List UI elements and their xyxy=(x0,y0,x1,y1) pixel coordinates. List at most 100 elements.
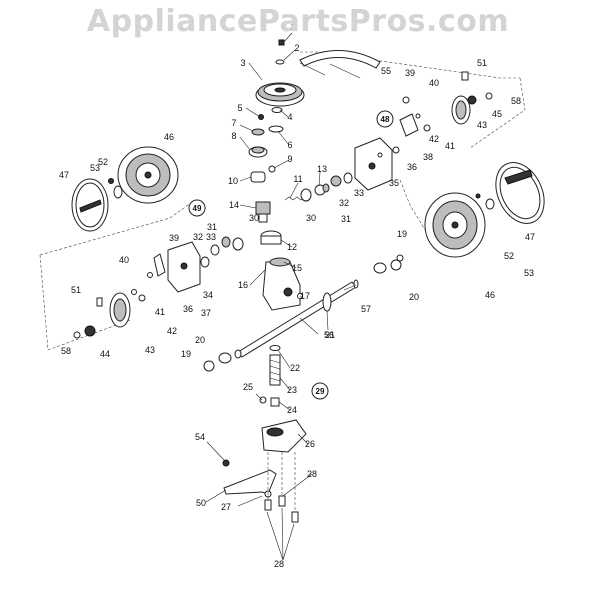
reference-circle-label: 29 xyxy=(316,387,325,396)
callout-label: 52 xyxy=(504,251,514,261)
callout-label: 43 xyxy=(145,345,155,355)
callout-label: 32 xyxy=(339,198,349,208)
callout-label: 30 xyxy=(249,213,259,223)
callout-label: 28 xyxy=(307,469,317,479)
callout-label: 24 xyxy=(287,405,297,415)
left-bushings xyxy=(200,236,244,268)
callout-label: 13 xyxy=(317,164,327,174)
callout-label: 45 xyxy=(492,109,502,119)
callout-label: 58 xyxy=(61,346,71,356)
callout-label: 55 xyxy=(381,66,391,76)
callout-label: 44 xyxy=(100,349,110,359)
callout-label: 12 xyxy=(287,242,297,252)
springs xyxy=(284,183,330,201)
callout-label: 17 xyxy=(300,291,310,301)
callout-label: 42 xyxy=(429,134,439,144)
callout-label: 8 xyxy=(231,131,236,141)
callout-label: 38 xyxy=(423,152,433,162)
callout-label: 46 xyxy=(164,132,174,142)
right-wheel-hardware xyxy=(475,193,495,210)
callout-label: 35 xyxy=(389,178,399,188)
callout-label: 26 xyxy=(305,439,315,449)
callout-label: 57 xyxy=(361,304,371,314)
callout-label: 25 xyxy=(243,382,253,392)
callout-label: 39 xyxy=(169,233,179,243)
callout-label: 47 xyxy=(525,232,535,242)
axle-bushings xyxy=(203,259,402,372)
callout-label: 28 xyxy=(274,559,284,569)
callout-label: 56 xyxy=(324,330,334,340)
callout-label: 33 xyxy=(206,232,216,242)
callout-label: 7 xyxy=(231,118,236,128)
watermark-text: AppliancePartsPros.com xyxy=(86,4,510,39)
left-hubcap xyxy=(71,178,109,232)
leader-lines xyxy=(205,32,357,507)
callout-label: 53 xyxy=(90,163,100,173)
callout-label: 36 xyxy=(407,162,417,172)
callout-label: 22 xyxy=(290,363,300,373)
callout-label: 40 xyxy=(429,78,439,88)
left-wheel-hardware xyxy=(108,178,123,199)
right-hubcap xyxy=(495,162,545,224)
callout-label: 42 xyxy=(167,326,177,336)
callout-label: 53 xyxy=(524,268,534,278)
callout-label: 19 xyxy=(181,349,191,359)
callout-label: 1 xyxy=(290,22,295,32)
callout-label: 20 xyxy=(195,335,205,345)
right-wheel xyxy=(424,192,486,258)
left-wheel xyxy=(117,146,179,204)
callout-label: 51 xyxy=(71,285,81,295)
drive-axle xyxy=(234,279,359,359)
left-gear-case xyxy=(131,241,201,302)
callout-label: 32 xyxy=(193,232,203,242)
right-gear-case xyxy=(354,96,431,191)
dashed-guide-lines xyxy=(39,51,526,351)
callout-label: 33 xyxy=(354,188,364,198)
drive-pulley xyxy=(255,82,305,107)
worm-shaft xyxy=(269,345,281,407)
callout-label: 10 xyxy=(228,176,238,186)
callout-label: 14 xyxy=(229,200,239,210)
reference-circles xyxy=(188,110,394,400)
callout-label: 37 xyxy=(201,308,211,318)
callout-label: 50 xyxy=(196,498,206,508)
callout-label: 41 xyxy=(445,141,455,151)
small-hardware xyxy=(248,39,285,173)
callout-label: 40 xyxy=(119,255,129,265)
callout-label: 23 xyxy=(287,385,297,395)
callout-label: 2 xyxy=(294,43,299,53)
callout-label: 39 xyxy=(405,68,415,78)
callout-label: 54 xyxy=(195,432,205,442)
callout-label: 21 xyxy=(325,330,335,340)
callout-label: 41 xyxy=(155,307,165,317)
callout-label: 58 xyxy=(511,96,521,106)
right-drive-gear xyxy=(451,71,493,125)
callout-label: 31 xyxy=(341,214,351,224)
callout-label: 52 xyxy=(98,157,108,167)
left-drive-gear xyxy=(73,292,131,339)
lower-gear-housing xyxy=(259,396,307,453)
callout-label: 4 xyxy=(287,112,292,122)
callout-label: 5 xyxy=(237,103,242,113)
callout-label: 51 xyxy=(477,58,487,68)
right-bushings xyxy=(300,172,404,274)
reference-circle-label: 49 xyxy=(193,204,202,213)
callout-label: 19 xyxy=(397,229,407,239)
bolts xyxy=(264,452,299,561)
callout-label: 20 xyxy=(409,292,419,302)
callout-label: 9 xyxy=(287,154,292,164)
callout-label: 3 xyxy=(240,58,245,68)
callout-label: 6 xyxy=(287,140,292,150)
callout-label: 15 xyxy=(292,263,302,273)
drive-belt xyxy=(299,50,381,79)
callout-label: 31 xyxy=(207,222,217,232)
reference-circle-label: 48 xyxy=(381,115,390,124)
callout-label: 47 xyxy=(59,170,69,180)
callout-label: 43 xyxy=(477,120,487,130)
callout-label: 11 xyxy=(293,174,302,184)
callout-label: 16 xyxy=(238,280,248,290)
